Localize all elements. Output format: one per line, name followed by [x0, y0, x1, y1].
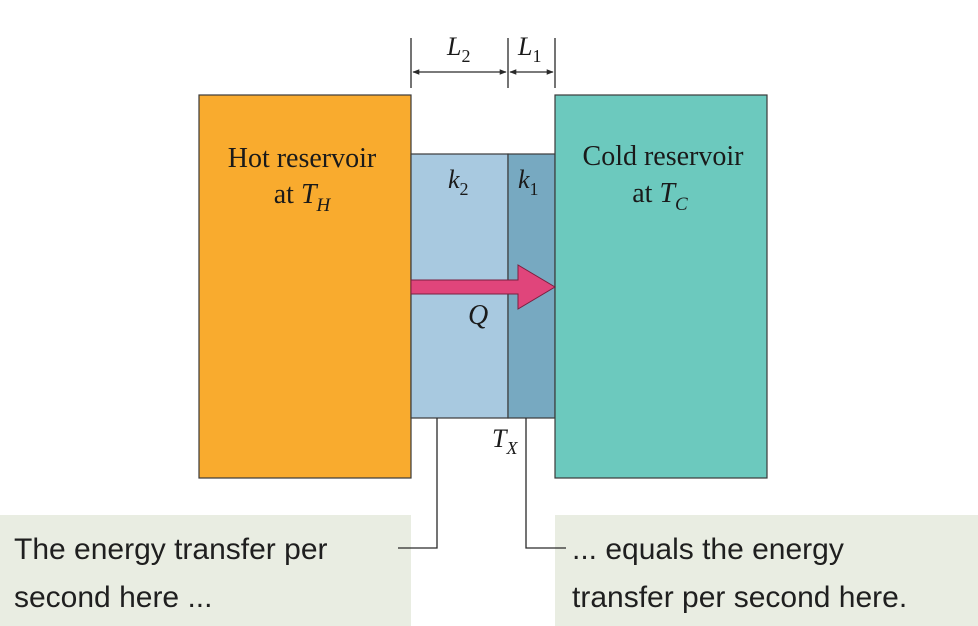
hot-temp-subscript: H: [316, 195, 332, 216]
interface-temp-symbol: T: [492, 424, 508, 453]
hot-reservoir: [198, 94, 412, 479]
L2-symbol: L: [446, 32, 461, 61]
cold-temp-symbol: T: [659, 178, 677, 209]
L2-subscript: 2: [461, 46, 470, 66]
k2-subscript: 2: [460, 179, 469, 199]
L1-symbol: L: [517, 32, 532, 61]
heat-flow-arrow: [410, 264, 556, 310]
callout-left-leader: [398, 418, 438, 549]
callout-right-text: ... equals the energy transfer per secon…: [572, 533, 907, 614]
callout-left-line2: second here ...: [14, 581, 212, 614]
hot-temp-prefix: at: [274, 179, 301, 210]
cold-reservoir-label: Cold reservoir: [583, 141, 745, 172]
L1-subscript: 1: [532, 46, 541, 66]
dimension-markers: [410, 38, 556, 88]
callout-right-line1: ... equals the energy: [572, 533, 844, 566]
callout-left-box: [0, 515, 411, 626]
callout-left-line1: The energy transfer per: [14, 533, 328, 566]
cold-reservoir-temp: at TC: [632, 178, 688, 215]
interface-temp-label: TX: [492, 424, 518, 458]
L2-label: L2: [446, 32, 470, 66]
hot-reservoir-title: Hot reservoir: [228, 143, 377, 174]
k2-symbol: k: [448, 165, 460, 194]
k1-symbol: k: [518, 165, 530, 194]
callout-right-box: [555, 515, 978, 626]
interface-temp-subscript: X: [505, 438, 518, 458]
hot-reservoir-temp: at TH: [274, 179, 332, 216]
callout-right-line2: transfer per second here.: [572, 581, 907, 614]
L1-label: L1: [517, 32, 541, 66]
cold-reservoir: [554, 94, 768, 479]
hot-temp-symbol: T: [301, 179, 319, 210]
hot-reservoir-label: Hot reservoir: [228, 143, 377, 174]
k1-label: k1: [518, 165, 539, 199]
cold-temp-prefix: at: [632, 178, 659, 209]
cold-temp-subscript: C: [675, 194, 688, 215]
heat-flow-label: Q: [468, 300, 488, 331]
callout-right-leader: [525, 418, 566, 549]
cold-reservoir-title: Cold reservoir: [583, 141, 745, 172]
k2-label: k2: [448, 165, 469, 199]
callout-left-text: The energy transfer per second here ...: [14, 533, 336, 614]
k1-subscript: 1: [530, 179, 539, 199]
